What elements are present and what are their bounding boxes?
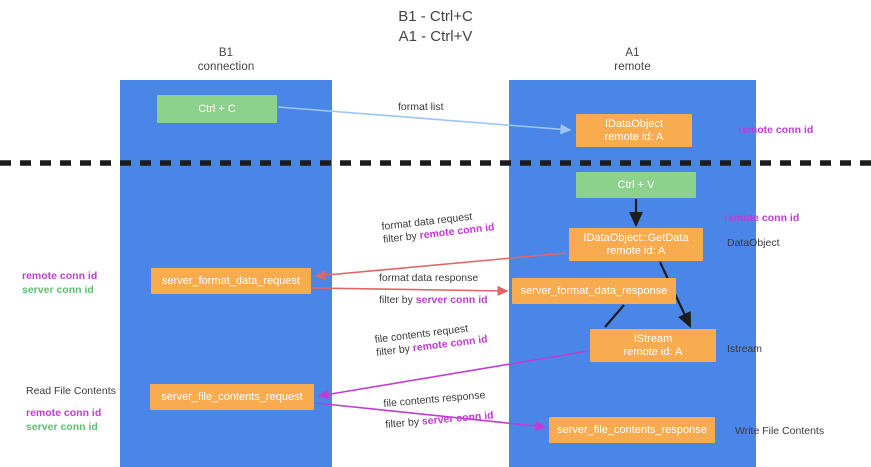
- node-idataobject-label: IDataObject: [604, 117, 664, 130]
- annotation-left-read-server-conn-id: server conn id: [26, 421, 98, 433]
- annotation-right-write-file-contents: Write File Contents: [735, 424, 824, 438]
- edge-label-file-contents-request: file contents request filter by remote c…: [374, 320, 488, 359]
- annotation-left-read-file-contents: Read File Contents remote conn id server…: [26, 384, 116, 434]
- node-istream-sub: remote id: A: [623, 345, 683, 358]
- filter-prefix: filter by: [384, 415, 423, 431]
- annotation-right-dataobject-text: DataObject: [727, 237, 780, 249]
- annotation-right-remote-conn-id-mid: remote conn id: [724, 211, 799, 225]
- filter-server-conn-id: server conn id: [415, 294, 488, 306]
- column-header-a1: A1 remote: [509, 46, 756, 74]
- edge-label-format-data-response-line1: format data response: [379, 272, 479, 284]
- filter-server-conn-id: server conn id: [421, 409, 495, 428]
- node-ctrl-c-label: Ctrl + C: [198, 102, 236, 115]
- edge-label-format-data-response-line2: filter by server conn id: [379, 294, 488, 307]
- node-idataobject-sub: remote id: A: [604, 130, 664, 143]
- annotation-right-write-text: Write File Contents: [735, 425, 825, 437]
- node-ctrl-c[interactable]: Ctrl + C: [157, 95, 277, 123]
- annotation-right-dataobject: DataObject: [727, 236, 780, 250]
- node-server-file-contents-response-label: server_file_contents_response: [557, 423, 707, 436]
- node-server-file-contents-request-label: server_file_contents_request: [161, 390, 303, 403]
- annotation-right-top-text: remote conn id: [738, 124, 814, 136]
- node-ctrl-v-label: Ctrl + V: [617, 178, 655, 191]
- node-server-format-data-request-label: server_format_data_request: [161, 274, 301, 287]
- node-istream[interactable]: IStream remote id: A: [590, 329, 716, 362]
- edge-label-file-contents-response-line2: filter by server conn id: [385, 409, 494, 431]
- column-header-b1: B1 connection: [120, 46, 332, 74]
- annotation-left-read-remote-conn-id: remote conn id: [26, 407, 102, 419]
- title-line-2: A1 - Ctrl+V: [398, 28, 473, 45]
- node-server-file-contents-response[interactable]: server_file_contents_response: [549, 417, 715, 443]
- edge-label-file-contents-response: file contents response filter by server …: [383, 389, 494, 432]
- annotation-left-remote-conn-id: remote conn id: [22, 270, 98, 282]
- annotation-left-server-conn-id: server conn id: [22, 284, 94, 296]
- annotation-right-istream: Istream: [727, 342, 762, 356]
- node-server-file-contents-request[interactable]: server_file_contents_request: [150, 384, 314, 410]
- node-istream-label: IStream: [633, 332, 673, 345]
- node-server-format-data-response-label: server_format_data_response: [520, 284, 668, 297]
- annotation-right-mid-text: remote conn id: [724, 212, 800, 224]
- node-server-format-data-request[interactable]: server_format_data_request: [151, 268, 311, 294]
- edge-label-format-data-request: format data request filter by remote con…: [381, 208, 495, 247]
- annotation-right-remote-conn-id-top: remote conn id: [738, 123, 813, 137]
- section-divider: [0, 160, 871, 166]
- annotation-left-conn-ids: remote conn id server conn id: [22, 269, 97, 297]
- title-line-1: B1 - Ctrl+C: [398, 8, 473, 25]
- column-header-a1-name: A1: [625, 47, 640, 59]
- column-header-a1-subtitle: remote: [614, 61, 651, 73]
- page-title: B1 - Ctrl+C A1 - Ctrl+V: [0, 7, 871, 47]
- node-getdata-label: IDataObject::GetData: [583, 231, 689, 244]
- node-server-format-data-response[interactable]: server_format_data_response: [512, 278, 676, 304]
- column-header-b1-name: B1: [218, 47, 234, 59]
- edge-label-format-list: format list: [398, 101, 444, 114]
- node-getdata[interactable]: IDataObject::GetData remote id: A: [569, 228, 703, 261]
- node-getdata-sub: remote id: A: [606, 244, 666, 257]
- edge-label-format-list-line1: format list: [398, 101, 444, 113]
- edge-label-file-contents-response-line1: file contents response: [383, 389, 486, 410]
- column-header-b1-subtitle: connection: [197, 61, 255, 73]
- filter-prefix: filter by: [379, 294, 416, 306]
- annotation-left-read-title: Read File Contents: [26, 385, 116, 397]
- edge-label-format-data-response: format data response filter by server co…: [379, 272, 488, 307]
- annotation-right-istream-text: Istream: [727, 343, 763, 355]
- node-idataobject[interactable]: IDataObject remote id: A: [576, 114, 692, 147]
- node-ctrl-v[interactable]: Ctrl + V: [576, 172, 696, 198]
